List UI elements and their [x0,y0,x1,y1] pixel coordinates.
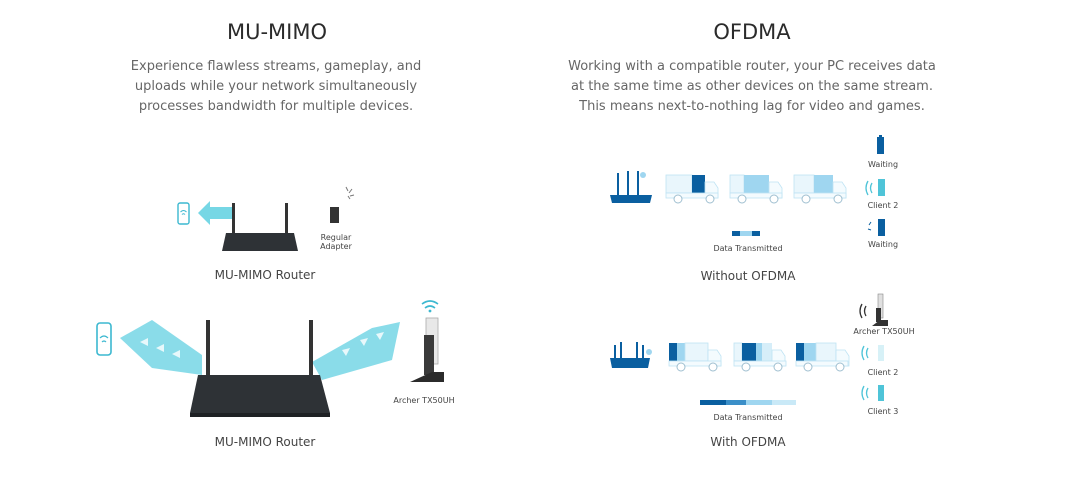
without-ofdma-caption: Without OFDMA [700,269,796,283]
data-transmitted-label-top: Data Transmitted [713,244,783,253]
client2-device [861,345,884,361]
archer-tx50uh-icon [859,293,888,326]
truck-2 [733,342,787,372]
phone-icon [177,202,190,225]
mumimo-title: MU-MIMO [226,20,328,44]
regular-adapter-label: Regular Adapter [320,233,352,251]
with-ofdma-caption: With OFDMA [710,435,786,449]
regular-adapter-icon [330,186,355,223]
mumimo-large-diagram [96,300,444,417]
with-ofdma-diagram [610,293,888,405]
waiting-device-bottom [867,219,885,236]
data-transmitted-label-bottom: Data Transmitted [713,413,783,422]
signal-beam-right [312,322,400,380]
waiting-label-top: Waiting [867,160,899,169]
truck-3 [795,342,850,372]
truck-1 [665,174,719,204]
client2-label-top: Client 2 [867,201,899,210]
without-ofdma-diagram [610,135,885,236]
router-icon [610,342,652,368]
truck-3 [793,174,847,204]
truck-2 [729,174,783,204]
mumimo-small-diagram [177,186,355,251]
waiting-label-bottom: Waiting [867,240,899,249]
truck-1 [668,342,722,372]
client2-label-bottom: Client 2 [867,368,899,377]
client2-device [865,179,885,196]
ofdma-description: Working with a compatible router, your P… [568,59,936,114]
mumimo-description: Experience flawless streams, gameplay, a… [130,59,422,114]
router-caption-top: MU-MIMO Router [214,268,316,282]
ofdma-title: OFDMA [713,20,791,44]
archer-label-right: Archer TX50UH [853,327,915,336]
router-small [222,203,298,251]
archer-tx50uh-icon [410,300,444,382]
router-icon [610,171,652,203]
router-large [190,320,330,417]
waiting-device-top [877,135,884,154]
router-caption-bottom: MU-MIMO Router [214,435,316,449]
data-transmitted-bar [700,400,796,405]
client3-device [861,385,884,401]
signal-arrow-left [198,201,232,225]
client3-label: Client 3 [867,407,899,416]
archer-label: Archer TX50UH [393,396,455,405]
data-transmitted-bar [732,231,760,236]
phone-icon [96,322,112,356]
